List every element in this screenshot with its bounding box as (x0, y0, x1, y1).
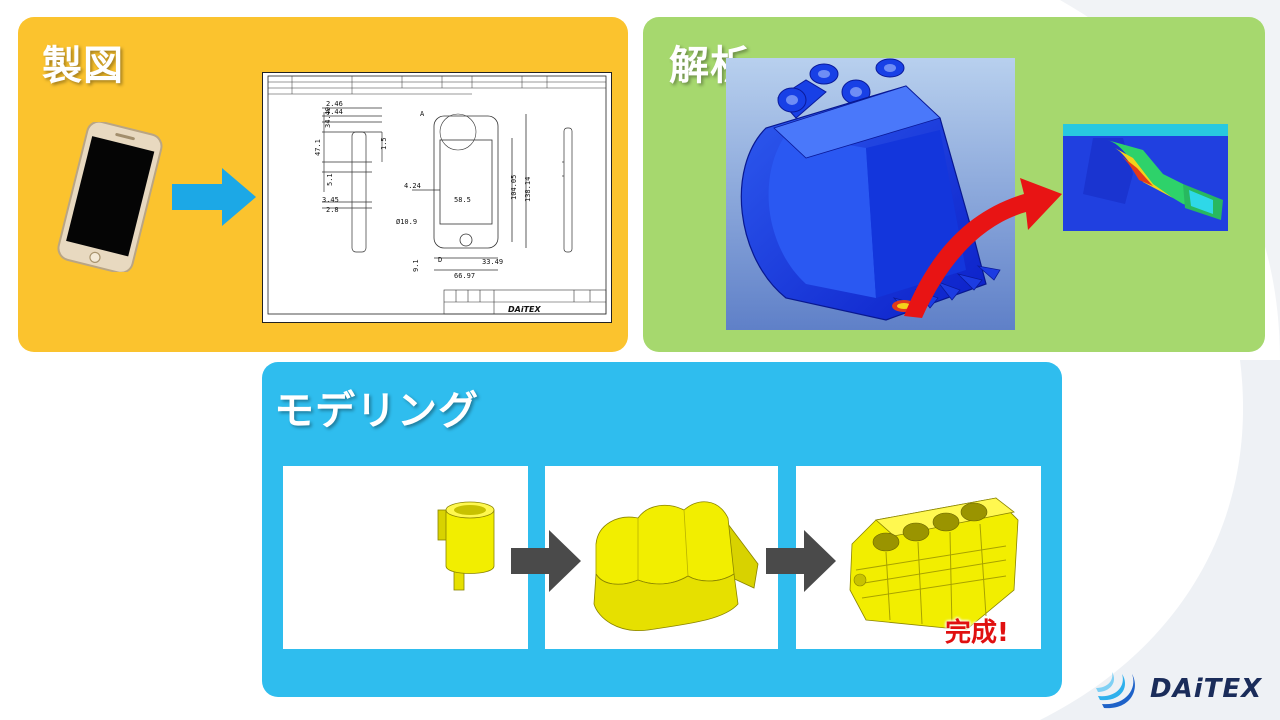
curved-arrow-icon (904, 178, 1062, 318)
dim-text: 1.5 (380, 137, 388, 150)
dim-text: 5.1 (326, 173, 334, 186)
fea-detail-image (1063, 124, 1228, 231)
dim-text: 47.1 (314, 139, 322, 156)
model-step-1-image (437, 501, 495, 591)
dim-text: 66.97 (454, 272, 475, 280)
dim-text: A (420, 110, 425, 118)
dim-text: 4.44 (326, 108, 343, 116)
dim-text: 58.5 (454, 196, 471, 204)
model-step-2-image (593, 501, 759, 632)
daitex-logo-text: DAiTEX (1150, 674, 1263, 704)
dim-text: Ø10.9 (396, 218, 417, 226)
dim-text: 138.14 (524, 177, 532, 202)
dim-text: 4.24 (404, 182, 421, 190)
dim-text: 2.8 (326, 206, 339, 214)
dim-text: 3.45 (322, 196, 339, 204)
modeling-title: モデリング (274, 388, 479, 434)
dim-text: D (438, 256, 442, 264)
fea-bucket-image (726, 58, 1015, 330)
dim-text: 2.46 (326, 100, 343, 108)
dim-text: 104.05 (510, 175, 518, 200)
technical-drawing: 2.46 4.44 34.49 47.1 5.1 3.45 2.8 4.24 5… (262, 72, 612, 323)
drawing-brand: DAiTEX (508, 305, 541, 314)
dim-text: 34.49 (324, 107, 332, 128)
model-step-3-image (849, 497, 1019, 631)
drafting-title: 製図 (42, 43, 124, 89)
complete-label: 完成! (945, 618, 1009, 648)
arrow-right-icon (766, 530, 836, 592)
smartphone-image (57, 122, 163, 272)
dim-text: 9.1 (412, 259, 420, 272)
arrow-right-icon (511, 530, 581, 592)
arrow-right-icon (172, 168, 256, 226)
dim-text: 33.49 (482, 258, 503, 266)
daitex-logo-icon (1096, 672, 1135, 709)
